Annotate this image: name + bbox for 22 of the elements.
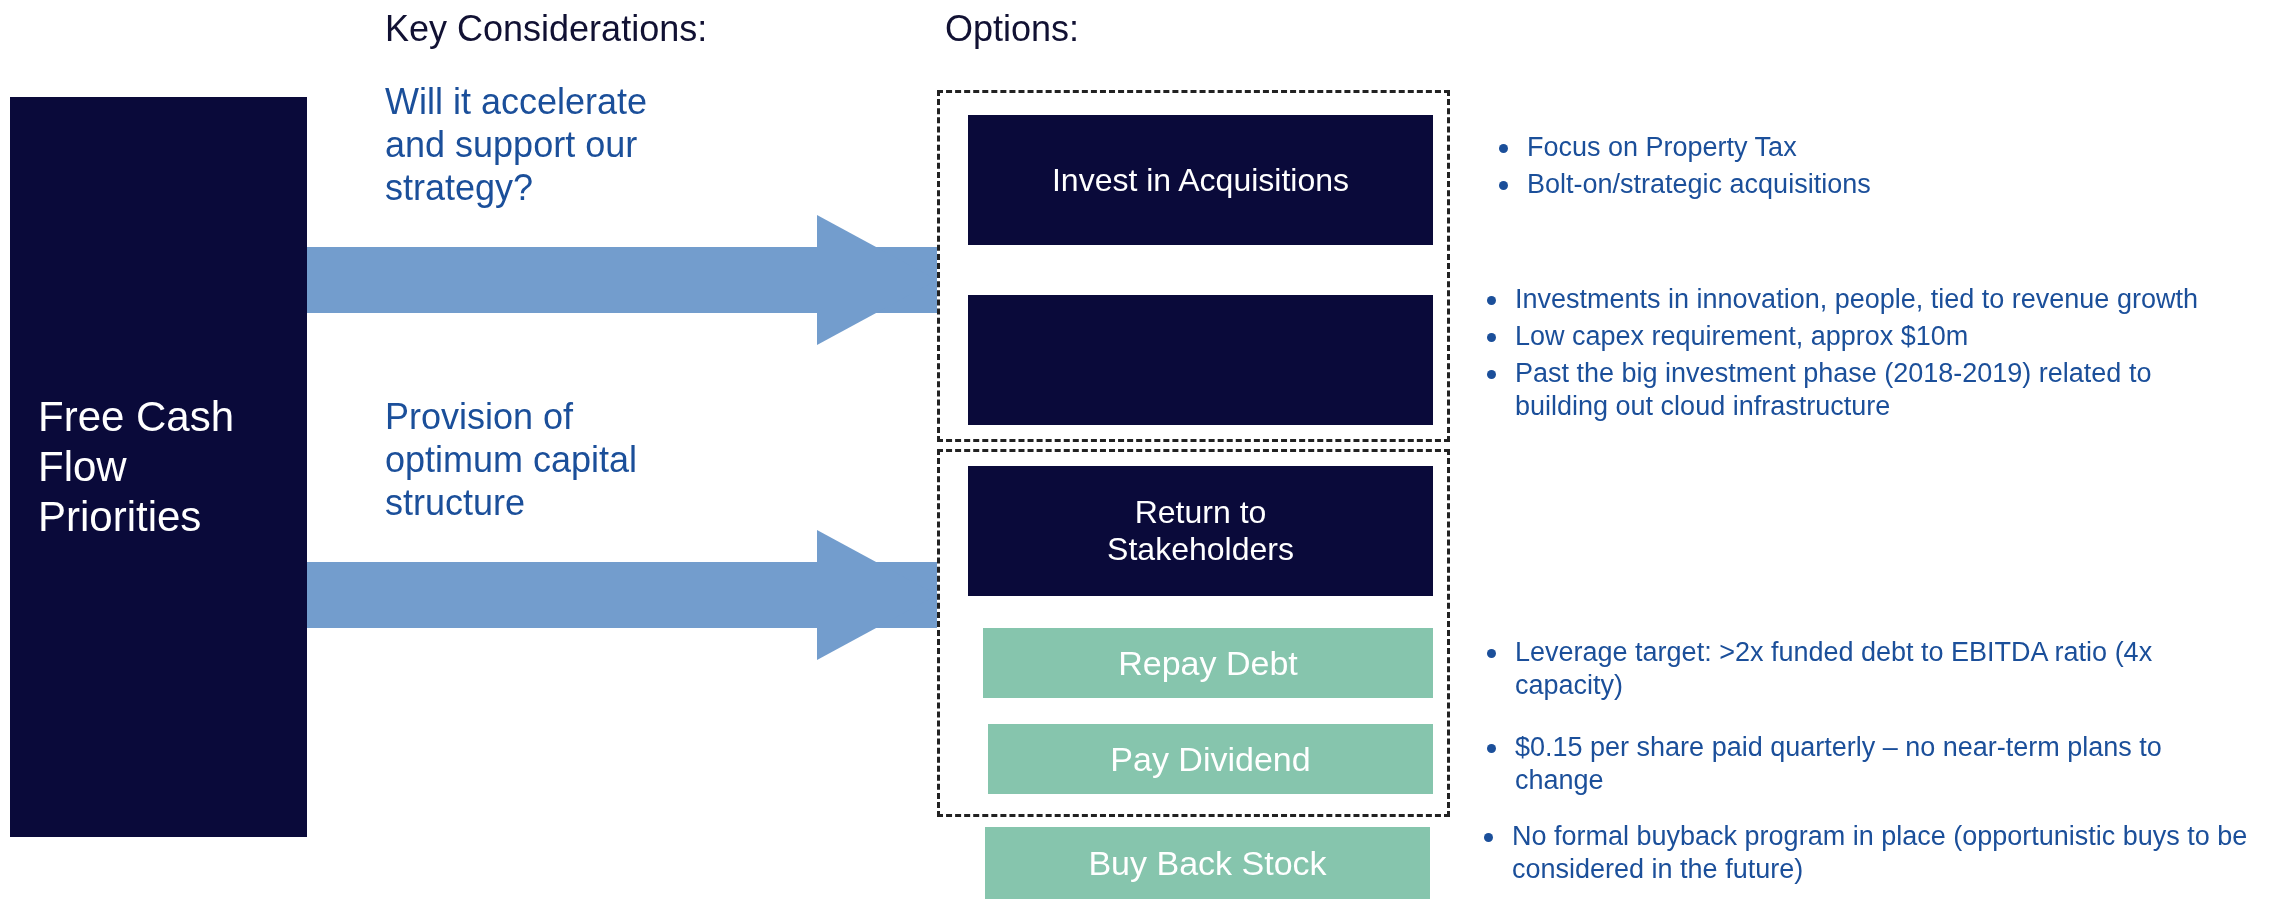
bullet-text: Low capex requirement, approx $10m: [1515, 321, 1969, 351]
box-label: Repay Debt: [1118, 643, 1298, 683]
block-arrow: [307, 530, 937, 660]
bullet-text: No formal buyback program in place (opportunistic buys to be considered in the future): [1512, 821, 2248, 884]
box-label: Free Cash Flow Priorities: [38, 392, 236, 542]
bullet-text: Past the big investment phase (2018-2019) related to building out cloud infrastructure: [1515, 358, 2152, 421]
bullet-text: Bolt-on/strategic acquisitions: [1527, 169, 1871, 199]
edge-label: Provision of optimum capital structure: [385, 395, 639, 524]
block-arrow: [307, 215, 937, 345]
bullet-text: Focus on Property Tax: [1527, 132, 1797, 162]
option-box: [968, 466, 1433, 596]
edge-label: Will it accelerate and support our strategy?: [385, 80, 649, 209]
column-heading: Key Considerations:: [385, 8, 708, 50]
heading-box: [10, 97, 307, 837]
bullet-text: Investments in innovation, people, tied to revenue growth: [1515, 284, 2198, 314]
box-label: Return to Stakeholders: [1106, 494, 1295, 568]
box-label: Pay Dividend: [1110, 739, 1311, 779]
box-label: Invest in Acquisitions: [1051, 161, 1349, 199]
column-heading: Options:: [945, 8, 1080, 50]
bullet-text: Leverage target: >2x funded debt to EBITDA ratio (4x capacity): [1515, 637, 2153, 700]
bullet-text: $0.15 per share paid quarterly – no near-term plans to change: [1515, 732, 2162, 795]
box-label: Buy Back Stock: [1088, 843, 1327, 883]
